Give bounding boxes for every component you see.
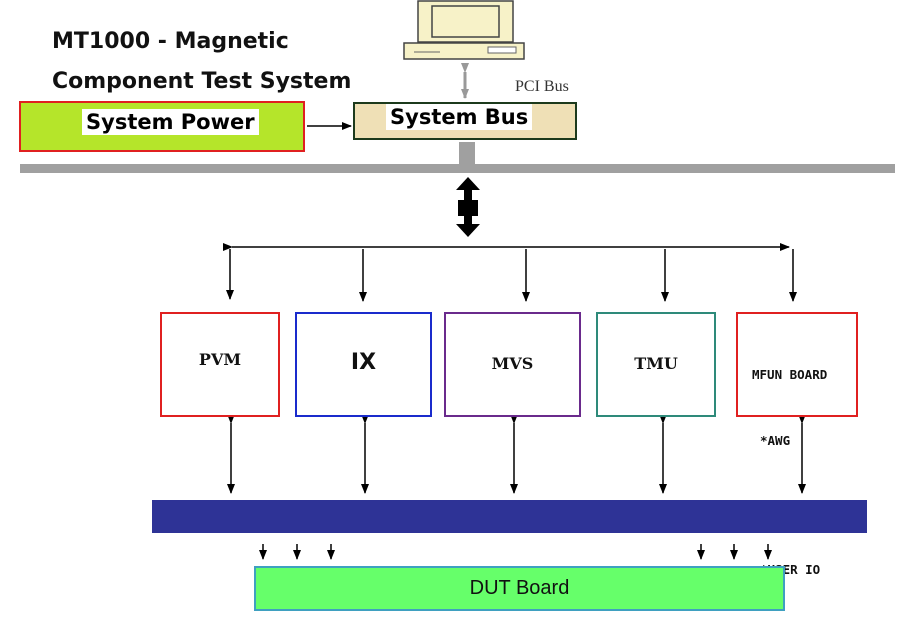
computer-icon — [403, 0, 525, 60]
system-bus-label: System Bus — [386, 104, 533, 130]
mfun-item-awg: *AWG — [760, 433, 791, 448]
diagram-title-line2: Component Test System — [52, 69, 352, 94]
system-power-block: System Power — [19, 101, 305, 152]
system-backplane-bar — [20, 164, 895, 173]
module-tmu-label: TMU — [634, 354, 678, 373]
diagram-title-line1: MT1000 - Magnetic — [52, 29, 289, 54]
system-power-label: System Power — [82, 109, 259, 135]
dut-board-label: DUT Board — [469, 577, 570, 599]
module-dut-arrows — [227, 414, 806, 494]
module-ix-label: IX — [350, 350, 377, 375]
module-tmu: TMU — [596, 312, 716, 417]
module-pvm-label: PVM — [198, 350, 242, 369]
dut-board-block: DUT Board — [254, 566, 785, 611]
module-mfun-board: MFUN BOARD *AWG *DIGITIZER *USER IO — [736, 312, 858, 577]
system-bus-stem — [459, 142, 475, 166]
mfun-board-title: MFUN BOARD — [752, 367, 828, 382]
backplane-double-arrow — [456, 177, 480, 237]
module-mvs: MVS — [444, 312, 581, 417]
dut-interface-bus — [152, 500, 867, 533]
system-bus-block: System Bus — [353, 102, 577, 140]
dut-input-arrows — [259, 544, 772, 560]
pci-bus-label: PCI Bus — [515, 78, 569, 95]
module-ix: IX — [295, 312, 432, 417]
module-feed-arrows — [226, 249, 797, 302]
module-pvm: PVM — [160, 312, 280, 417]
module-mvs-label: MVS — [491, 354, 534, 373]
